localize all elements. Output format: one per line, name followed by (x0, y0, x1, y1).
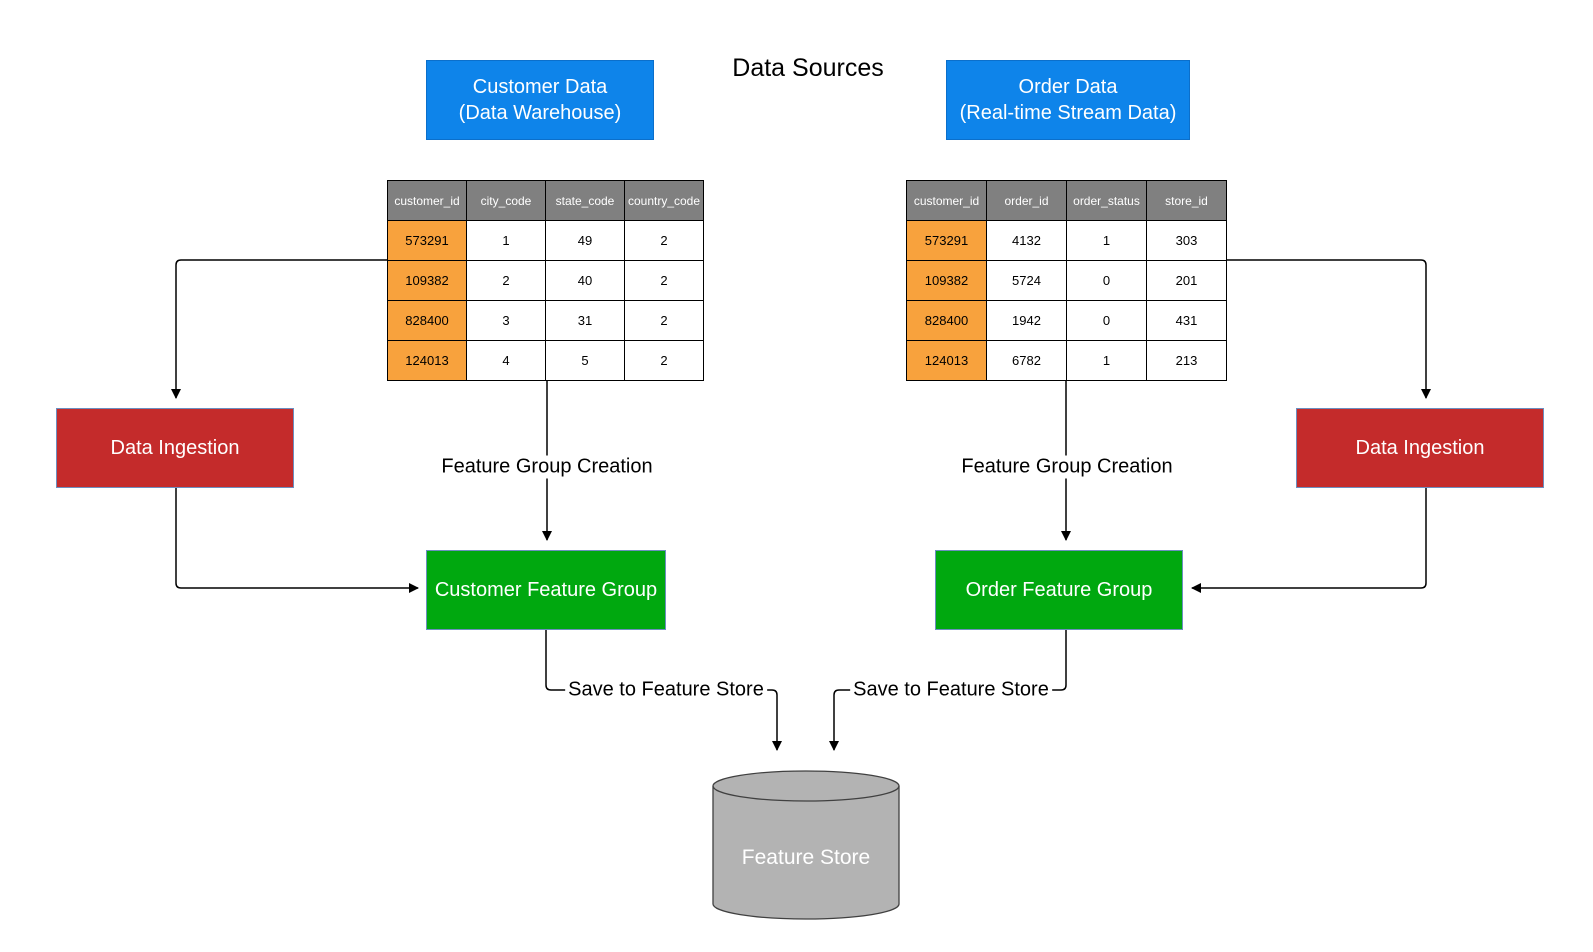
edge-customer-table-to-ingestion (171, 259, 387, 399)
cell: 49 (545, 220, 625, 261)
cell: 31 (545, 300, 625, 341)
data-ingestion-box-right: Data Ingestion (1296, 408, 1544, 488)
cell: 109382 (387, 260, 467, 301)
cell: 40 (545, 260, 625, 301)
customer-data-source-box: Customer Data (Data Warehouse) (426, 60, 654, 140)
customer-data-source-line2: (Data Warehouse) (458, 102, 622, 124)
feature-group-creation-label-right: Feature Group Creation (958, 455, 1176, 479)
cell: 5724 (986, 260, 1067, 301)
cell: 3 (466, 300, 546, 341)
save-to-feature-store-label-right: Save to Feature Store (850, 678, 1052, 702)
cell: 201 (1146, 260, 1227, 301)
table-row: 573291 1 49 2 (387, 220, 704, 261)
table-header-row: customer_id order_id order_status store_… (906, 180, 1227, 221)
data-ingestion-box-left: Data Ingestion (56, 408, 294, 488)
cell: 5 (545, 340, 625, 381)
header-cell: customer_id (387, 180, 467, 221)
customer-data-source-line1: Customer Data (472, 75, 608, 98)
edge-ingestion-to-customer-feature-group (175, 488, 419, 593)
order-feature-group-label: Order Feature Group (965, 578, 1153, 601)
cell: 1 (1066, 340, 1147, 381)
data-ingestion-label: Data Ingestion (110, 436, 240, 459)
cell: 109382 (906, 260, 987, 301)
cell: 1 (1066, 220, 1147, 261)
cell: 4 (466, 340, 546, 381)
table-row: 828400 1942 0 431 (906, 300, 1227, 341)
diagram-title: Data Sources (732, 54, 884, 82)
header-cell: order_id (986, 180, 1067, 221)
save-to-feature-store-label-left: Save to Feature Store (565, 678, 767, 702)
feature-store-cylinder (712, 770, 900, 920)
table-row: 828400 3 31 2 (387, 300, 704, 341)
header-cell: customer_id (906, 180, 987, 221)
cell: 828400 (906, 300, 987, 341)
customer-feature-group-box: Customer Feature Group (426, 550, 666, 630)
cell: 213 (1146, 340, 1227, 381)
cell: 1 (466, 220, 546, 261)
cell: 2 (624, 340, 704, 381)
header-cell: state_code (545, 180, 625, 221)
cell: 828400 (387, 300, 467, 341)
cell: 303 (1146, 220, 1227, 261)
cell: 124013 (906, 340, 987, 381)
cell: 124013 (387, 340, 467, 381)
cell: 573291 (387, 220, 467, 261)
customer-feature-group-label: Customer Feature Group (434, 578, 658, 601)
header-cell: store_id (1146, 180, 1227, 221)
data-ingestion-label: Data Ingestion (1355, 436, 1485, 459)
order-data-source-box: Order Data (Real-time Stream Data) (946, 60, 1190, 140)
edge-order-table-to-ingestion (1226, 259, 1431, 399)
order-data-source-line1: Order Data (1018, 75, 1118, 98)
cell: 0 (1066, 260, 1147, 301)
table-row: 573291 4132 1 303 (906, 220, 1227, 261)
order-table: customer_id order_id order_status store_… (906, 180, 1227, 381)
cell: 431 (1146, 300, 1227, 341)
cell: 2 (624, 300, 704, 341)
cell: 0 (1066, 300, 1147, 341)
cell: 6782 (986, 340, 1067, 381)
cell: 2 (624, 260, 704, 301)
table-row: 124013 6782 1 213 (906, 340, 1227, 381)
cell: 2 (466, 260, 546, 301)
edge-ingestion-to-order-feature-group (1191, 488, 1427, 593)
header-cell: order_status (1066, 180, 1147, 221)
cell: 573291 (906, 220, 987, 261)
header-cell: country_code (624, 180, 704, 221)
table-row: 109382 5724 0 201 (906, 260, 1227, 301)
customer-table: customer_id city_code state_code country… (387, 180, 704, 381)
cell: 4132 (986, 220, 1067, 261)
cell: 1942 (986, 300, 1067, 341)
table-row: 109382 2 40 2 (387, 260, 704, 301)
table-row: 124013 4 5 2 (387, 340, 704, 381)
header-cell: city_code (466, 180, 546, 221)
order-data-source-line2: (Real-time Stream Data) (959, 102, 1177, 124)
feature-group-creation-label-left: Feature Group Creation (438, 455, 656, 479)
feature-store-label: Feature Store (741, 846, 871, 869)
cell: 2 (624, 220, 704, 261)
order-feature-group-box: Order Feature Group (935, 550, 1183, 630)
table-header-row: customer_id city_code state_code country… (387, 180, 704, 221)
